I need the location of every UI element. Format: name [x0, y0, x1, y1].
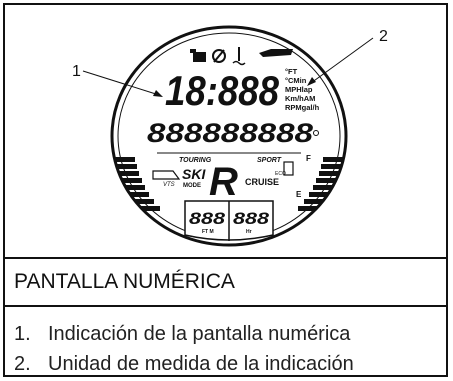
- top-icons: [190, 47, 293, 66]
- note-text: Unidad de medida de la indicación: [48, 353, 354, 375]
- figure-box: 18:888 °FT °CMin MPHlap Km/hAM RPMgal/h …: [3, 3, 448, 377]
- bottom-right-digits: 888: [233, 209, 270, 228]
- bottom-left-digits: 888: [189, 209, 226, 228]
- maintenance-icon: [212, 49, 226, 63]
- mode-label-touring: TOURING: [179, 157, 212, 164]
- note-number: 2.: [14, 353, 31, 375]
- mode-label-sport: SPORT: [257, 157, 282, 164]
- ski-label: SKI: [182, 166, 206, 182]
- callout-2-leader: [310, 37, 374, 84]
- left-bar-gauge: [113, 157, 160, 211]
- gauge-illustration: 18:888 °FT °CMin MPHlap Km/hAM RPMgal/h …: [72, 25, 388, 247]
- segment-row: 888888888: [147, 118, 313, 148]
- gauge-segment: [128, 192, 149, 197]
- bottom-right-unit: Hr: [246, 229, 252, 235]
- gauge-segment: [114, 164, 137, 169]
- unit-label: RPMgal/h: [285, 103, 320, 112]
- caption: PANTALLA NUMÉRICA: [14, 270, 235, 293]
- gauge-segment: [304, 199, 324, 204]
- vts-icon: [152, 170, 181, 180]
- units-block: °FT °CMin MPHlap Km/hAM RPMgal/h: [285, 67, 320, 112]
- gauge-segment: [321, 164, 344, 169]
- unit-label: °FT: [285, 67, 298, 76]
- callout-1-number: 1: [72, 63, 81, 80]
- fuel-full-label: F: [306, 154, 311, 163]
- fuel-pump-icon: [283, 161, 294, 176]
- gauge-segment: [319, 171, 342, 176]
- gauge-figure: 18:888 °FT °CMin MPHlap Km/hAM RPMgal/h …: [5, 5, 446, 257]
- gauge-segment: [141, 206, 160, 211]
- divider-top: [5, 257, 446, 259]
- note-number: 1.: [14, 323, 31, 345]
- mode-label: MODE: [183, 183, 201, 189]
- bottom-left-unit: FT M: [202, 229, 214, 235]
- gauge-segment: [323, 157, 345, 162]
- note-item: 2. Unidad de medida de la indicación: [14, 349, 354, 379]
- engine-icon: [193, 52, 206, 62]
- main-digits: 18:888: [165, 67, 280, 114]
- fuel-empty-label: E: [296, 190, 302, 199]
- gauge-segment: [309, 192, 330, 197]
- eco-label: ECO: [275, 171, 286, 177]
- gauge-segment: [113, 157, 135, 162]
- gauge-segment: [119, 178, 142, 183]
- gear-indicator: R: [209, 160, 238, 204]
- gauge-segment: [316, 178, 339, 183]
- maintenance-icon-slash: [213, 49, 225, 63]
- watercraft-icon: [259, 49, 293, 57]
- engine-icon-part: [190, 49, 196, 53]
- callout-1-arrowhead: [153, 90, 163, 97]
- note-item: 1. Indicación de la pantalla numérica: [14, 319, 354, 349]
- right-bar-gauge: [298, 157, 345, 211]
- callout-1-leader: [82, 70, 160, 96]
- callout-2-arrowhead: [307, 77, 316, 86]
- gauge-segment: [116, 171, 139, 176]
- notes-list: 1. Indicación de la pantalla numérica 2.…: [14, 319, 354, 379]
- unit-label: °CMin: [285, 76, 307, 85]
- dial-outline: [110, 25, 348, 247]
- note-text: Indicación de la pantalla numérica: [48, 323, 351, 345]
- gauge-segment: [298, 206, 317, 211]
- bar-gauges: [113, 157, 345, 211]
- gauge-segment: [313, 185, 335, 190]
- divider-bottom: [5, 305, 446, 307]
- unit-label: Km/hAM: [285, 94, 315, 103]
- temperature-icon-waves: [232, 60, 246, 66]
- cruise-label: CRUISE: [245, 177, 279, 187]
- unit-label: MPHlap: [285, 85, 313, 94]
- degree-dot: [313, 130, 319, 136]
- callout-2-number: 2: [379, 28, 388, 45]
- gauge-segment: [134, 199, 154, 204]
- gauge-segment: [123, 185, 145, 190]
- vts-label: VTS: [163, 182, 175, 188]
